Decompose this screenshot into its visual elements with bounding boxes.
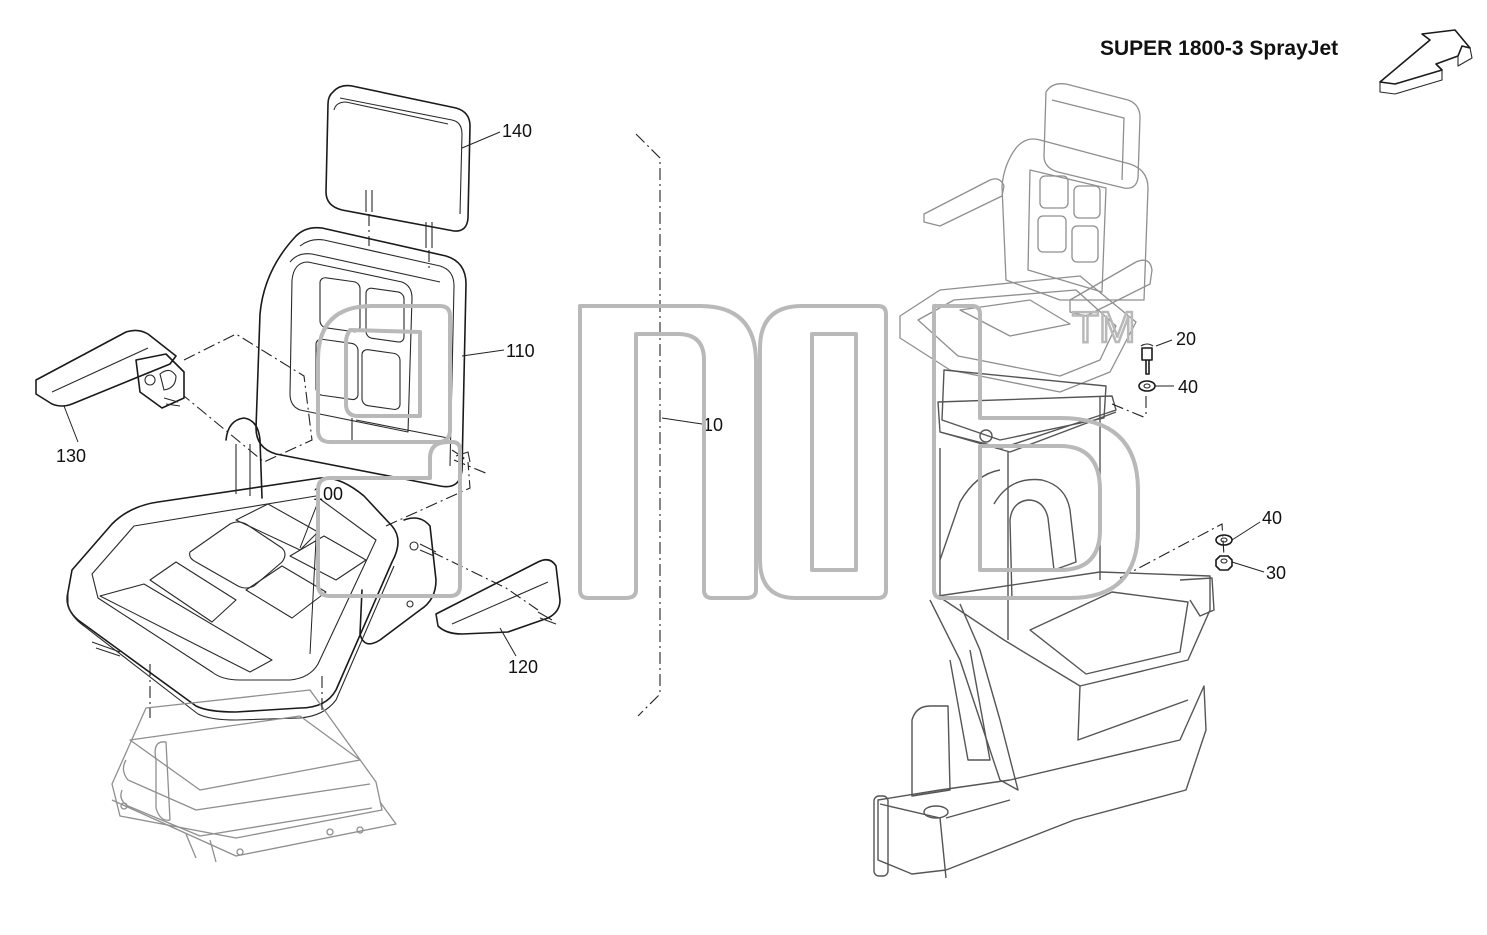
callout-130: 130	[56, 446, 86, 466]
seat-assembly-view	[873, 83, 1225, 879]
arrow-icon	[1379, 29, 1473, 95]
washer-40-top	[1138, 380, 1156, 392]
callout-40-top: 40	[1178, 377, 1198, 397]
seat-suspension-base	[111, 664, 397, 863]
diagram-title: SUPER 1800-3 SprayJet	[1100, 37, 1339, 60]
callout-110: 110	[506, 341, 535, 361]
headrest	[325, 84, 471, 270]
watermark: TM	[316, 302, 1140, 600]
armrest-left	[35, 329, 313, 463]
separator-line	[635, 133, 661, 717]
seat-exploded-view	[35, 84, 561, 863]
callout-10: 10	[703, 415, 723, 435]
callout-40-bottom: 40	[1262, 508, 1282, 528]
callout-120: 120	[508, 657, 538, 677]
callout-140: 140	[502, 121, 532, 141]
armrest-right	[431, 551, 561, 635]
callout-30: 30	[1266, 563, 1286, 583]
callout-20: 20	[1176, 329, 1196, 349]
washer-40-bottom	[1215, 534, 1233, 546]
backrest	[255, 226, 467, 488]
seat-cushion	[66, 417, 489, 721]
nut-30	[1215, 555, 1233, 571]
callout-100: 100	[313, 484, 343, 504]
bolt-20	[1140, 343, 1154, 375]
trademark-mark: TM	[1072, 303, 1136, 352]
